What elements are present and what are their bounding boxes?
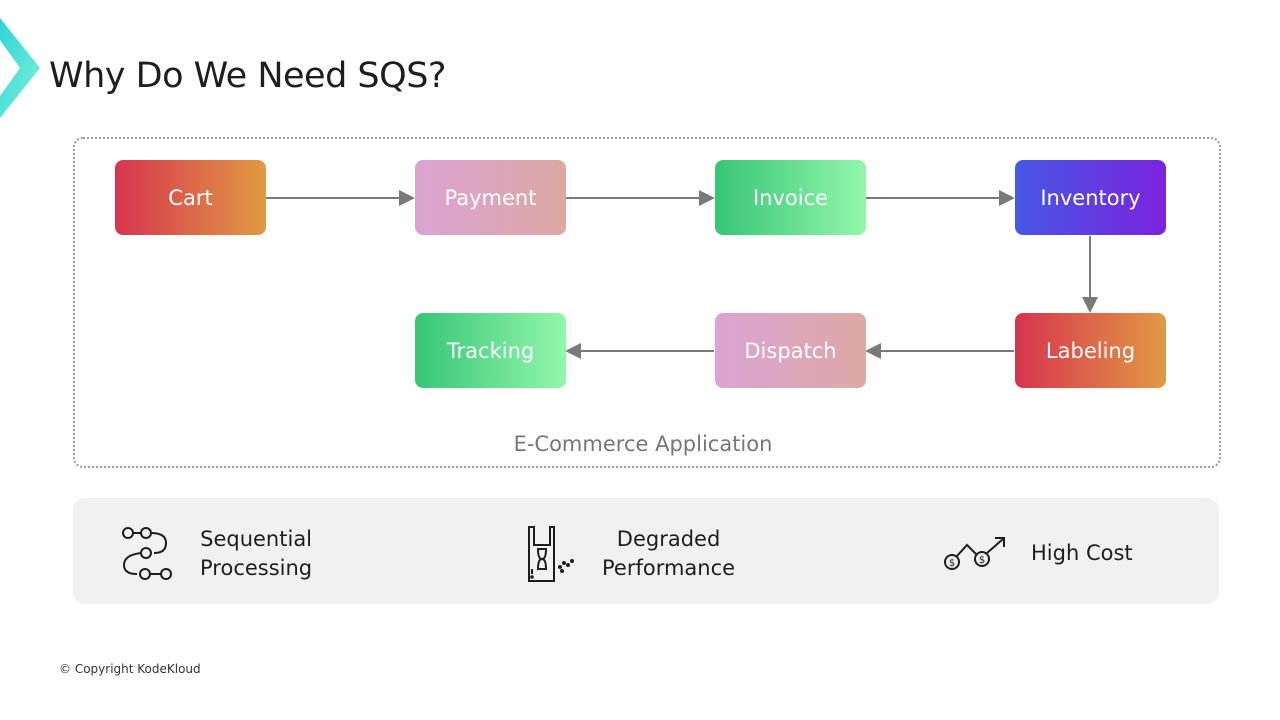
svg-text:$: $ (979, 555, 985, 566)
label-line2: Performance (602, 556, 736, 580)
sequential-flow-icon (122, 527, 172, 580)
problems-panel (73, 498, 1219, 604)
copyright: © Copyright KodeKloud (59, 662, 201, 676)
node-invoice: Invoice (715, 160, 866, 235)
high-cost-label: High Cost (1031, 540, 1133, 565)
node-inventory: Inventory (1015, 160, 1166, 235)
hourglass-degraded-icon (528, 526, 574, 582)
container-label: E-Commerce Application (513, 432, 773, 456)
node-payment: Payment (415, 160, 566, 235)
problem-high-cost: $ $ High Cost (943, 535, 1133, 571)
node-dispatch: Dispatch (715, 313, 866, 388)
kodekloud-logo-chevron (0, 18, 40, 118)
ecommerce-application-container (73, 137, 1221, 468)
page-title: Why Do We Need SQS? (49, 56, 446, 96)
rising-cost-icon: $ $ (944, 537, 1005, 570)
label-line1: Sequential (200, 527, 313, 551)
svg-text:$: $ (949, 558, 955, 569)
node-labeling: Labeling (1015, 313, 1166, 388)
node-cart: Cart (115, 160, 266, 235)
label-line1: Degraded (616, 527, 721, 551)
node-tracking: Tracking (415, 313, 566, 388)
label-line2: Processing (200, 556, 313, 580)
